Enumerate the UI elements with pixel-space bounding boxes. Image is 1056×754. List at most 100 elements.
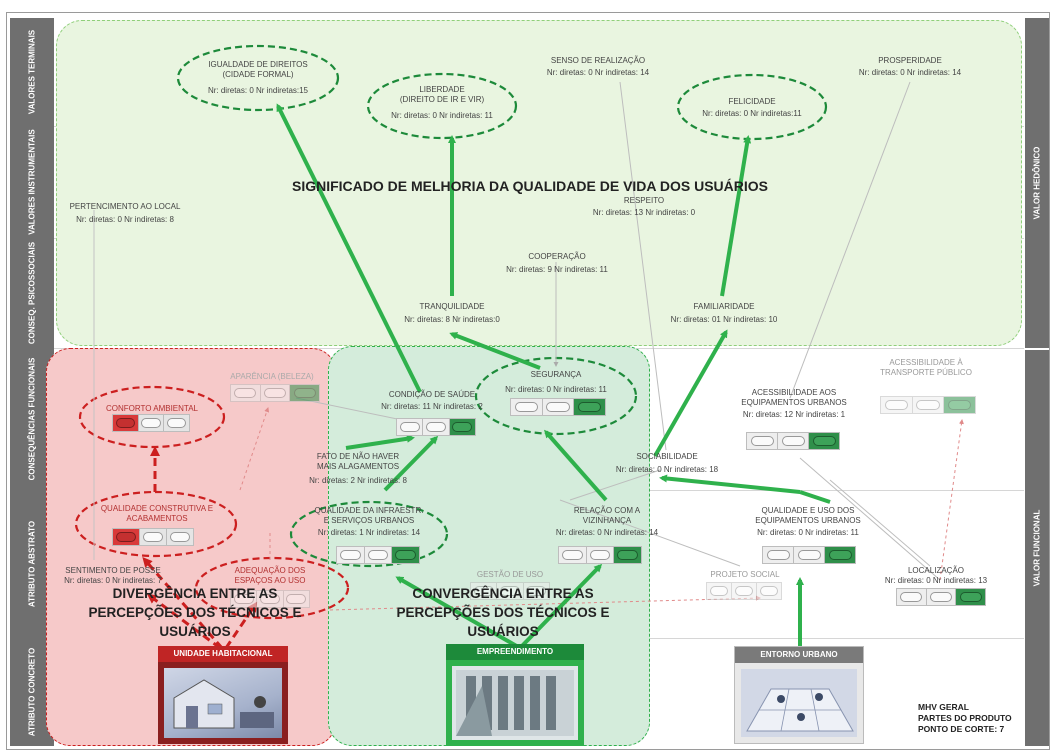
node-title: FELICIDADE (728, 97, 776, 106)
ellipse-adequacao (194, 556, 350, 620)
node-title: SOCIABILIDADE (636, 452, 698, 461)
building-illustration-icon (456, 670, 574, 736)
node-counts: Nr: diretas: 0 Nr indiretas: 8 (76, 215, 174, 224)
node-condicao: CONDIÇÃO DE SAÚDE Nr: diretas: 11 Nr ind… (372, 390, 492, 412)
node-counts: Nr: diretas: 0 Nr indiretas:15 (207, 86, 309, 95)
concrete-title: EMPREENDIMENTO (446, 644, 584, 660)
node-title: SENSO DE REALIZAÇÃO (550, 56, 646, 65)
ladder-aparencia (230, 384, 320, 402)
hedonic-region (56, 20, 1022, 346)
node-seguranca: SEGURANÇA Nr: diretas: 0 Nr indiretas: 1… (496, 370, 616, 395)
node-qual-uso: QUALIDADE E USO DOS EQUIPAMENTOS URBANOS… (742, 506, 874, 538)
concrete-entorno: ENTORNO URBANO (734, 646, 864, 744)
node-subtitle: E SERVIÇOS URBANOS (323, 516, 415, 525)
node-felicidade: FELICIDADE Nr: diretas: 0 Nr indiretas:1… (692, 97, 812, 119)
link (569, 469, 661, 501)
band-conseq-psicossociais: CONSEQ. PSICOSSOCIAIS (10, 238, 54, 348)
node-title: SENTIMENTO DE POSSE (65, 566, 161, 575)
node-counts: Nr: diretas: 2 Nr indiretas: 8 (309, 476, 407, 485)
node-counts: Nr: diretas: 0 Nr indiretas: 11 (757, 528, 859, 537)
node-counts: Nr: diretas: 0 Nr indiretas: 14 (555, 528, 659, 537)
node-counts: Nr: diretas: 0 Nr indiretas: 13 (884, 576, 988, 585)
node-title: FAMILIARIDADE (693, 302, 755, 311)
node-igualdade: IGUALDADE DE DIREITOS (CIDADE FORMAL) Nr… (198, 60, 318, 96)
link (799, 457, 941, 581)
footer-info: MHV GERAL PARTES DO PRODUTO PONTO DE COR… (918, 702, 1028, 735)
ladder-conforto (112, 414, 190, 432)
green-arrow (276, 103, 422, 393)
ellipse-liberdade (366, 72, 518, 140)
green-arrow (449, 332, 541, 370)
node-counts: Nr: diretas: 0 Nr indiretas: 11 (505, 385, 607, 394)
node-counts: Nr: diretas: 0 Nr indiretas: 14 (858, 68, 962, 77)
node-title: LIBERDADE (419, 85, 465, 94)
node-title: CONDIÇÃO DE SAÚDE (388, 390, 476, 399)
ladder-qual-uso (762, 546, 856, 564)
concrete-title: ENTORNO URBANO (735, 647, 863, 663)
caption-line: CONVERGÊNCIA ENTRE AS (412, 586, 594, 601)
node-title: PROSPERIDADE (878, 56, 942, 65)
link (559, 499, 741, 567)
caption-line: PERCEPÇÕES DOS TÉCNICOS E (88, 605, 302, 620)
concrete-title: UNIDADE HABITACIONAL (158, 646, 288, 662)
node-tranquilidade: TRANQUILIDADE Nr: diretas: 8 Nr indireta… (390, 302, 514, 325)
node-senso: SENSO DE REALIZAÇÃO Nr: diretas: 0 Nr in… (538, 56, 658, 78)
node-title: TRANQUILIDADE (419, 302, 485, 311)
node-title: SEGURANÇA (530, 370, 582, 379)
band-valores-instrumentais: VALORES INSTRUMENTAIS (10, 126, 54, 238)
node-counts: Nr: diretas: 9 Nr indiretas: 11 (506, 265, 608, 274)
link (829, 479, 931, 567)
node-counts: Nr: diretas: 13 Nr indiretas: 0 (592, 208, 696, 217)
node-relacao: RELAÇÃO COM A VIZINHANÇA Nr: diretas: 0 … (554, 506, 660, 538)
node-title: ADEQUAÇÃO DOS (234, 566, 306, 575)
house-illustration-icon (173, 679, 274, 729)
node-title: QUALIDADE DA INFRAESTR. (314, 506, 424, 515)
node-acess-transp: ACESSIBILIDADE À TRANSPORTE PÚBLICO (876, 358, 976, 378)
node-counts: Nr: diretas: 01 Nr indiretas: 10 (670, 315, 778, 324)
ladder-relacao (558, 546, 642, 564)
concrete-unidade: UNIDADE HABITACIONAL (158, 646, 288, 744)
footer-line: MHV GERAL (918, 702, 969, 712)
node-prosperidade: PROSPERIDADE Nr: diretas: 0 Nr indiretas… (850, 56, 970, 78)
green-arrow (395, 576, 521, 650)
green-arrow (345, 434, 415, 450)
red-arrow (146, 593, 221, 650)
pink-link (239, 407, 270, 491)
node-conforto: CONFORTO AMBIENTAL (105, 404, 198, 413)
caption-line: PERCEPÇÕES DOS TÉCNICOS E (396, 605, 610, 620)
node-subtitle: ESPAÇOS AO USO (234, 576, 306, 585)
ladder-qual-constr (112, 528, 194, 546)
node-title: QUALIDADE CONSTRUTIVA E (100, 504, 214, 513)
footer-line: PONTO DE CORTE: 7 (918, 724, 1005, 734)
node-title: IGUALDADE DE DIREITOS (208, 60, 308, 69)
node-subtitle: ACABAMENTOS (126, 514, 188, 523)
divergencia-caption: DIVERGÊNCIA ENTRE AS PERCEPÇÕES DOS TÉCN… (60, 584, 330, 641)
node-qual-constr: QUALIDADE CONSTRUTIVA E ACABAMENTOS (92, 504, 222, 524)
map-illustration-icon (746, 688, 854, 732)
node-fato: FATO DE NÃO HAVER MAIS ALAGAMENTOS Nr: d… (298, 452, 418, 486)
green-arrow (518, 563, 603, 650)
building-image (452, 666, 578, 740)
node-counts: Nr: diretas: 0 Nr indiretas: 14 (546, 68, 650, 77)
green-arrow (720, 135, 752, 297)
caption-line: USUÁRIOS (159, 624, 231, 639)
ladder-acess-transp (880, 396, 976, 414)
caption-line: USUÁRIOS (467, 624, 539, 639)
link (619, 81, 667, 451)
ellipse-qual-infra (289, 500, 449, 568)
node-respeito: RESPEITO Nr: diretas: 13 Nr indiretas: 0 (584, 196, 704, 218)
node-title: ACESSIBILIDADE À (889, 358, 963, 367)
node-aparencia: APARÊNCIA (BELEZA) (230, 372, 314, 381)
node-counts: Nr: diretas: 0 Nr indiretas:11 (702, 109, 802, 118)
green-arrow (799, 490, 831, 504)
node-counts: Nr: diretas: 0 Nr indiretas: 11 (391, 111, 493, 120)
node-sociabilidade: SOCIABILIDADE Nr: diretas: 0 Nr indireta… (612, 452, 722, 475)
ladder-gestao (470, 582, 550, 600)
node-adequacao: ADEQUAÇÃO DOS ESPAÇOS AO USO (220, 566, 320, 586)
node-counts: Nr: diretas: 0 Nr indiretas: 7 (64, 576, 162, 585)
footer-line: PARTES DO PRODUTO (918, 713, 1012, 723)
side-valor-hedonico: VALOR HEDÔNICO (1025, 18, 1049, 348)
node-acess-equip: ACESSIBILIDADE AOS EQUIPAMENTOS URBANOS … (734, 388, 854, 420)
green-arrow (544, 429, 608, 502)
